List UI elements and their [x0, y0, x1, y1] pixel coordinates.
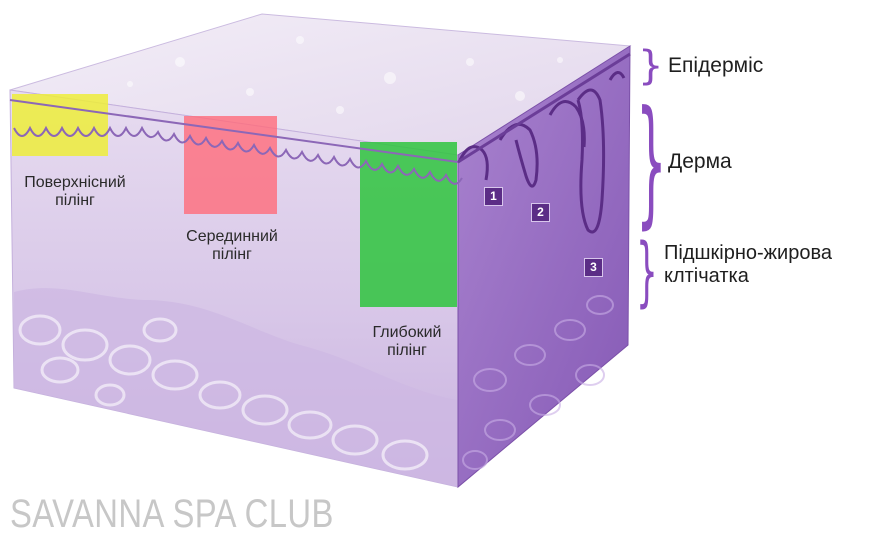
medium-peel-label-line2: пілінг	[164, 246, 300, 264]
superficial-peel-label-line2: пілінг	[6, 192, 144, 210]
dermis-brace: }	[636, 92, 667, 232]
subcutaneous-label: Підшкірно-жирова клтічатка	[664, 242, 832, 288]
medium-peel-label: Серединний пілінг	[164, 228, 300, 264]
superficial-peel-zone	[12, 94, 108, 156]
deep-peel-label-line1: Глибокий	[344, 324, 470, 342]
subcutaneous-brace: }	[636, 232, 658, 310]
medium-peel-label-line1: Серединний	[164, 228, 300, 246]
deep-peel-label-line2: пілінг	[344, 342, 470, 360]
epidermis-label: Епідерміс	[668, 54, 763, 78]
deep-peel-label: Глибокий пілінг	[344, 324, 470, 360]
superficial-peel-label: Поверхнісний пілінг	[6, 174, 144, 210]
deep-peel-zone	[360, 142, 457, 307]
dermis-label: Дерма	[668, 150, 732, 174]
watermark: SAVANNA SPA CLUB	[10, 492, 334, 537]
depth-marker-2: 2	[531, 203, 550, 222]
depth-marker-1: 1	[484, 187, 503, 206]
depth-marker-3: 3	[584, 258, 603, 277]
subcutaneous-label-line1: Підшкірно-жирова	[664, 242, 832, 265]
subcutaneous-label-line2: клтічатка	[664, 265, 832, 288]
superficial-peel-label-line1: Поверхнісний	[6, 174, 144, 192]
